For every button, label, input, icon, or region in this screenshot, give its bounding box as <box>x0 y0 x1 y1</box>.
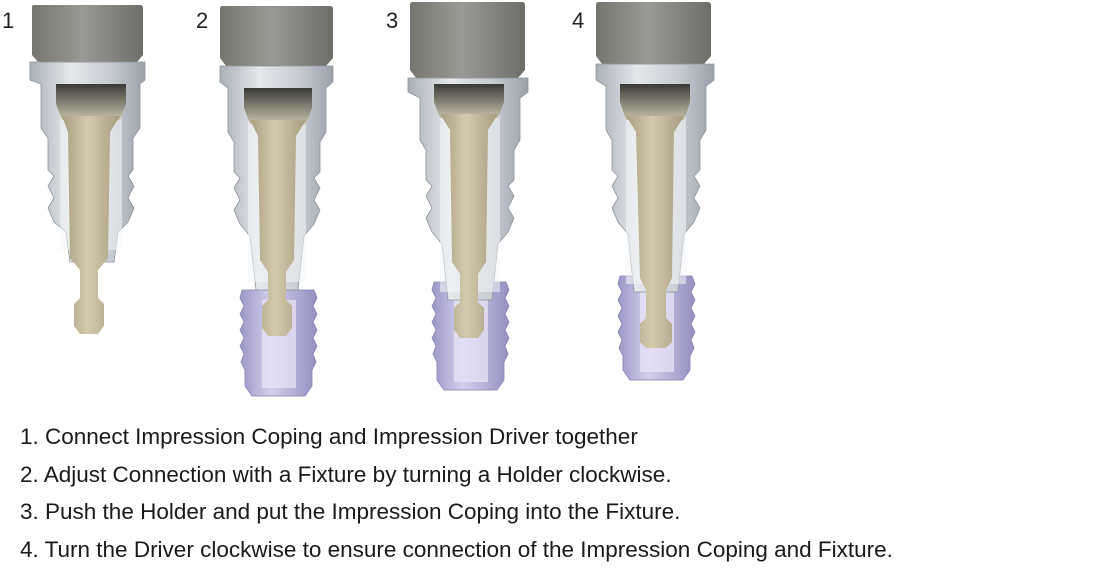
impression-driver-head-4 <box>620 84 690 120</box>
step-caption-3: 3. Push the Holder and put the Impressio… <box>20 499 681 524</box>
step-caption-1: 1. Connect Impression Coping and Impress… <box>20 424 638 449</box>
step-caption-2: 2. Adjust Connection with a Fixture by t… <box>20 461 672 487</box>
assembly-diagram: 1 2 3 4 <box>2 2 715 397</box>
step-number-2: 2 <box>196 8 208 33</box>
impression-driver-shaft-1 <box>62 116 120 334</box>
impression-driver-shaft-4 <box>626 116 684 348</box>
holder-3 <box>410 2 525 78</box>
step-number-1: 1 <box>2 8 14 33</box>
impression-driver-head-2 <box>244 88 312 124</box>
step-number-3: 3 <box>386 8 398 33</box>
assembly-step-2: 2 <box>196 6 334 397</box>
impression-driver-head-3 <box>434 84 504 118</box>
holder-4 <box>596 2 711 64</box>
holder-2 <box>220 6 333 66</box>
holder-1 <box>32 5 143 62</box>
assembly-step-1: 1 <box>2 5 146 334</box>
assembly-step-3: 3 <box>386 2 529 391</box>
step-number-4: 4 <box>572 8 584 33</box>
assembly-step-4: 4 <box>572 2 715 381</box>
impression-driver-shaft-3 <box>440 114 498 338</box>
impression-driver-shaft-2 <box>250 120 306 336</box>
step-caption-4: 4. Turn the Driver clockwise to ensure c… <box>20 536 893 562</box>
impression-driver-head-1 <box>56 84 126 120</box>
step-caption-list: 1. Connect Impression Coping and Impress… <box>20 418 893 568</box>
